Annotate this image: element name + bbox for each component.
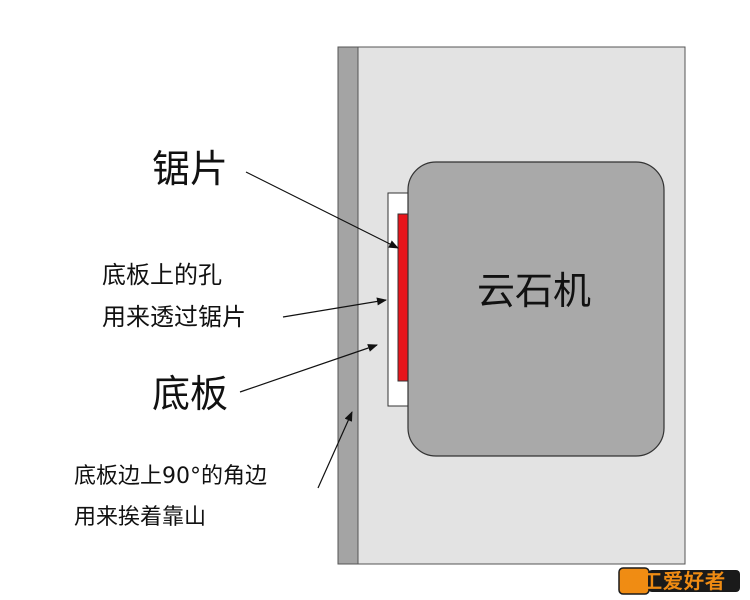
label-edge-line2: 用来挨着靠山 — [74, 505, 207, 530]
machine-body — [407, 161, 665, 457]
label-machine: 云石机 — [477, 269, 592, 313]
base-plate-edge-strip — [337, 46, 359, 565]
label-edge-line1: 底板边上90°的角边 — [74, 464, 267, 489]
label-hole-line1: 底板上的孔 — [102, 261, 222, 289]
watermark-text: 木工爱好者 — [621, 569, 726, 593]
label-hole-line2: 用来透过锯片 — [102, 303, 246, 331]
arrow-saw-blade — [245, 171, 399, 249]
arrow-hole — [282, 297, 387, 318]
watermark-logo: 木工爱好者 — [618, 566, 742, 596]
arrow-base-plate — [239, 344, 378, 393]
arrow-edge — [317, 411, 353, 489]
label-saw-blade: 锯片 — [152, 147, 229, 191]
label-base-plate: 底板 — [152, 372, 229, 416]
